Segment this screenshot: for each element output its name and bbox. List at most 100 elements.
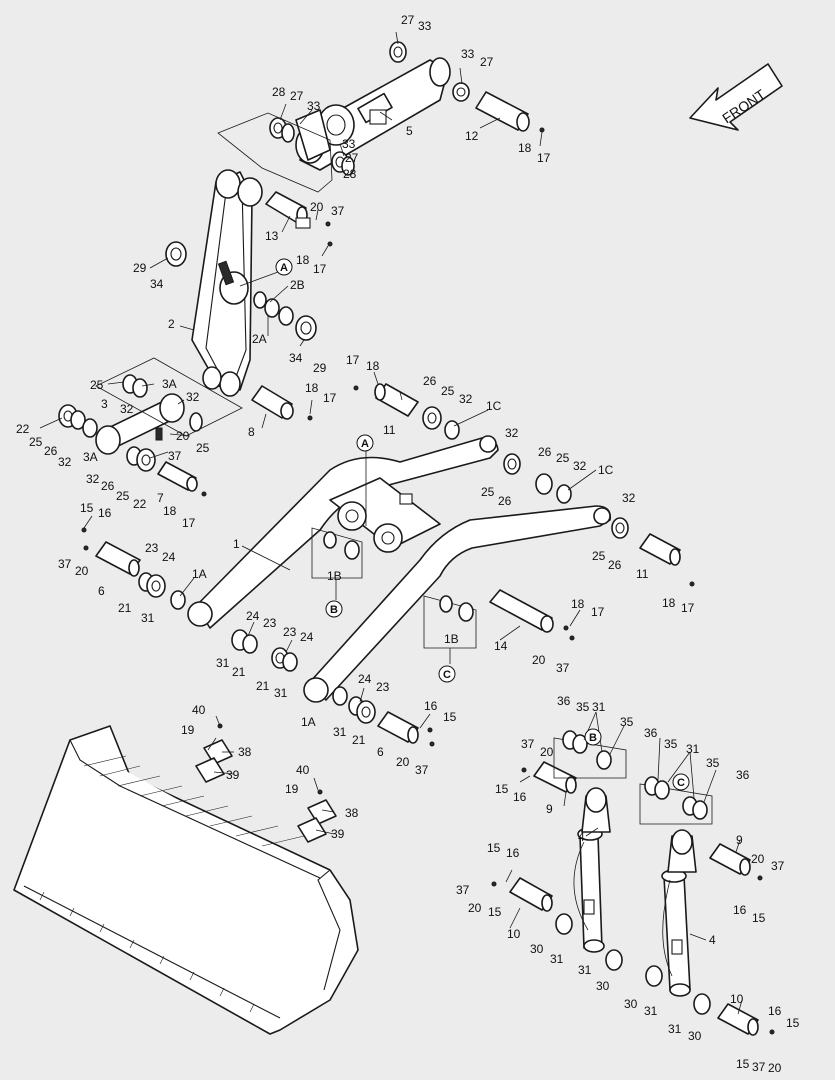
part-number: 17 [313, 262, 327, 276]
arm-2 [191, 169, 263, 397]
part-number: 26 [101, 479, 115, 493]
part-number: 23 [376, 680, 390, 694]
part-number: 20 [532, 653, 546, 667]
part-number: 17 [681, 601, 695, 615]
part-number: 9 [736, 833, 743, 847]
part-number: 21 [118, 601, 132, 615]
part-number: 20 [468, 901, 482, 915]
part-number: 36 [557, 694, 571, 708]
part-number: 18 [518, 141, 532, 155]
callout-c-cylinder: C [672, 773, 690, 791]
part-number: 18 [296, 253, 310, 267]
callout-label: B [589, 732, 597, 744]
callout-label: A [280, 262, 288, 274]
part-number: 20 [176, 429, 190, 443]
part-number: 25 [481, 485, 495, 499]
part-number: 37 [521, 737, 535, 751]
part-number: 1C [486, 399, 502, 413]
part-number: 24 [246, 609, 260, 623]
part-number: 6 [98, 584, 105, 598]
part-number: 31 [333, 725, 347, 739]
part-number: 30 [530, 942, 544, 956]
part-number: 27 [345, 151, 359, 165]
part-number: 16 [768, 1004, 782, 1018]
part-number: 28 [272, 85, 286, 99]
part-number: 25 [592, 549, 606, 563]
part-number: 30 [688, 1029, 702, 1043]
part-number: 21 [232, 665, 246, 679]
part-number: 2A [252, 332, 267, 346]
part-number: 21 [256, 679, 270, 693]
part-number: 22 [133, 497, 147, 511]
part-number: 40 [296, 763, 310, 777]
part-number: 37 [331, 204, 345, 218]
part-number: 27 [401, 13, 415, 27]
part-number: 37 [168, 449, 182, 463]
part-number: 1B [327, 569, 342, 583]
part-number: 27 [290, 89, 304, 103]
part-number: 26 [538, 445, 552, 459]
part-number: 25 [90, 378, 104, 392]
part-number: 31 [592, 700, 606, 714]
part-number: 25 [556, 451, 570, 465]
part-number: 17 [346, 353, 360, 367]
part-number: 39 [226, 768, 240, 782]
part-number: 35 [620, 715, 634, 729]
part-number: 34 [150, 277, 164, 291]
part-number: 15 [736, 1057, 750, 1071]
part-number: 1A [192, 567, 207, 581]
part-number: 37 [415, 763, 429, 777]
part-number: 31 [274, 686, 288, 700]
callout-a-lower: A [356, 434, 374, 452]
part-number: 15 [80, 501, 94, 515]
part-number: 17 [591, 605, 605, 619]
part-number: 11 [636, 567, 649, 581]
part-number: 16 [506, 846, 520, 860]
part-number: 19 [181, 723, 195, 737]
part-number: 35 [706, 756, 720, 770]
part-number: 37 [556, 661, 570, 675]
part-number: 18 [662, 596, 676, 610]
part-labels: 27 33 33 27 28 27 33 5 12 18 17 33 27 28… [16, 13, 800, 1075]
part-number: 20 [751, 852, 765, 866]
part-number: 25 [116, 489, 130, 503]
part-number: 35 [576, 700, 590, 714]
part-number: 20 [75, 564, 89, 578]
part-number: 20 [396, 755, 410, 769]
part-number: 30 [624, 997, 638, 1011]
part-number: 25 [29, 435, 43, 449]
part-number: 28 [343, 167, 357, 181]
part-number: 32 [86, 472, 100, 486]
leader-lines [39, 31, 743, 1015]
part-number: 1C [598, 463, 614, 477]
part-number: 33 [342, 137, 356, 151]
part-number: 13 [265, 229, 279, 243]
part-number: 9 [546, 802, 553, 816]
part-number: 31 [668, 1022, 682, 1036]
part-number: 24 [162, 550, 176, 564]
part-number: 12 [465, 129, 479, 143]
part-number: 5 [406, 124, 413, 138]
part-number: 38 [345, 806, 359, 820]
part-number: 2B [290, 278, 305, 292]
part-number: 4 [578, 830, 585, 844]
part-number: 15 [786, 1016, 800, 1030]
part-number: 21 [352, 733, 366, 747]
part-number: 26 [498, 494, 512, 508]
part-number: 24 [358, 672, 372, 686]
part-number: 18 [571, 597, 585, 611]
part-number: 16 [733, 903, 747, 917]
part-number: 33 [307, 99, 321, 113]
part-number: 14 [494, 639, 508, 653]
callout-label: A [361, 438, 369, 450]
callout-c-frame: C [438, 665, 456, 683]
part-number: 25 [441, 384, 455, 398]
part-number: 4 [709, 933, 716, 947]
front-arrow: FRONT [689, 63, 783, 131]
part-number: 16 [98, 506, 112, 520]
part-number: 3 [101, 397, 108, 411]
link-3 [95, 393, 185, 455]
part-number: 32 [120, 402, 134, 416]
part-number: 29 [313, 361, 327, 375]
part-number: 32 [459, 392, 473, 406]
